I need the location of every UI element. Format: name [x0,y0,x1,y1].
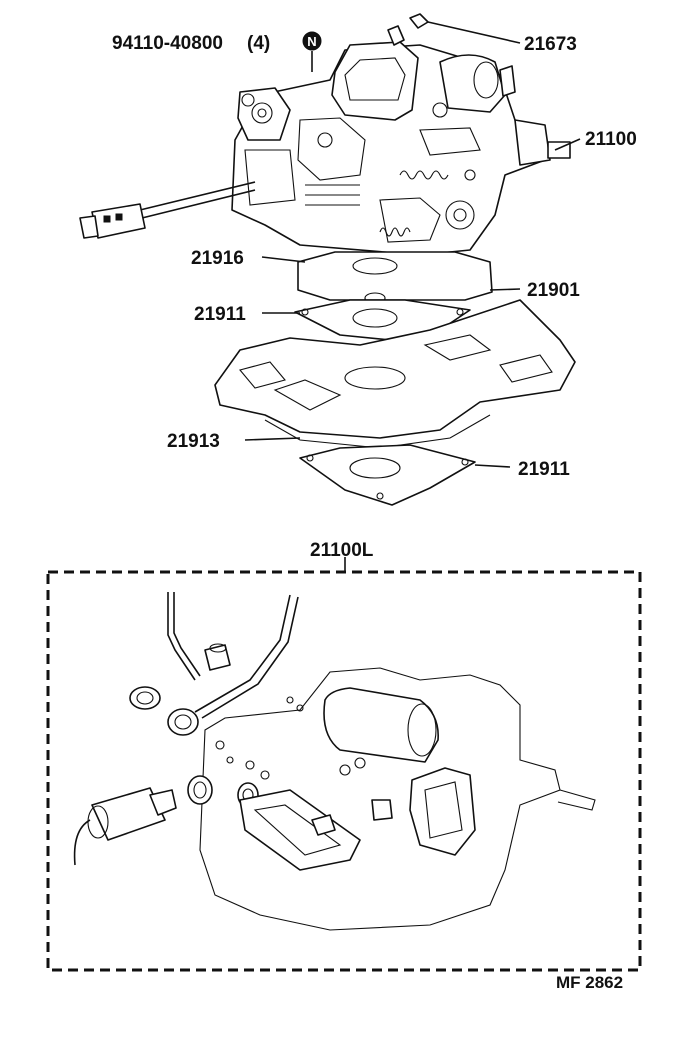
carburetor-assembly [79,13,571,256]
label-21911-top: 21911 [194,304,246,325]
label-21913: 21913 [167,431,220,452]
gasket-21911-bottom [299,444,476,506]
label-21901: 21901 [527,280,580,301]
insulator-21901 [297,251,493,321]
label-21673: 21673 [524,34,577,55]
kit-contents [73,592,596,931]
leader-lines [244,21,581,572]
svg-text:N: N [307,34,316,49]
label-21916: 21916 [191,248,244,269]
figure-code: MF 2862 [556,973,623,992]
n-symbol-icon: N [302,31,322,51]
label-21100: 21100 [585,129,637,150]
overhaul-kit-box [46,570,642,972]
label-21911-bottom: 21911 [518,459,570,480]
label-21100L: 21100L [310,540,374,561]
label-94110-40800: 94110-40800 [112,33,223,54]
label-bolt-qty: (4) [247,33,270,54]
